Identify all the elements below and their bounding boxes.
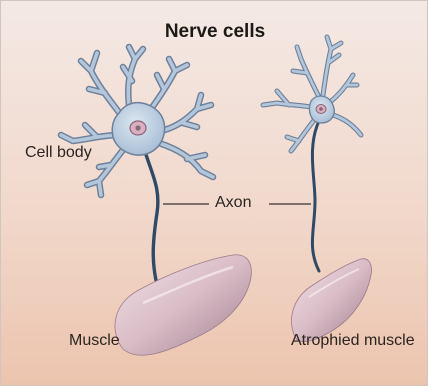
muscle-label: Muscle xyxy=(69,332,120,350)
cell-body-label: Cell body xyxy=(25,144,92,162)
figure-title: Nerve cells xyxy=(1,21,428,43)
atrophied-muscle-label: Atrophied muscle xyxy=(291,332,415,350)
axon-label: Axon xyxy=(215,194,251,212)
